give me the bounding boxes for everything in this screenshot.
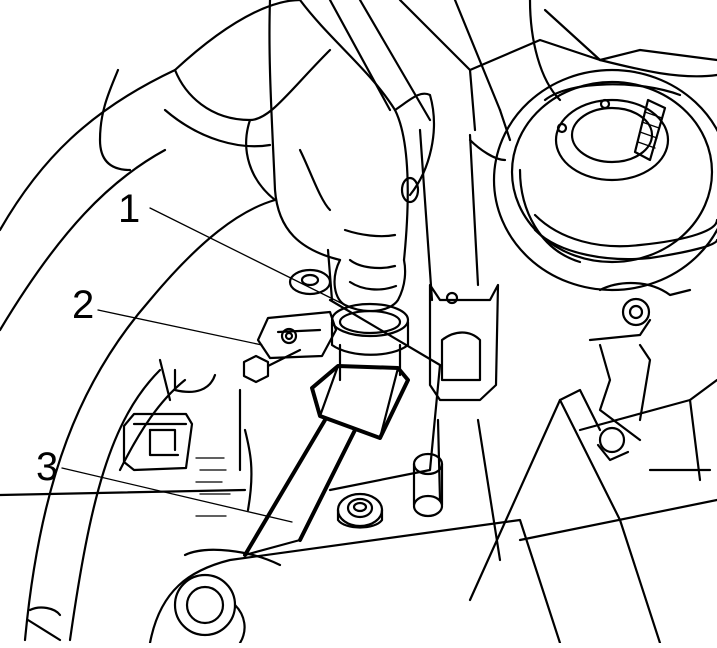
hand: [268, 0, 436, 313]
clamp-bracket: [242, 310, 338, 384]
callout-1: 1: [118, 187, 140, 231]
linkage-rod: [243, 298, 442, 557]
gearbox-housing: [0, 283, 717, 645]
leader-lines: [61, 207, 346, 523]
engine-mount: [492, 68, 717, 482]
callout-3: 3: [36, 445, 58, 489]
callout-2: 2: [72, 283, 94, 327]
